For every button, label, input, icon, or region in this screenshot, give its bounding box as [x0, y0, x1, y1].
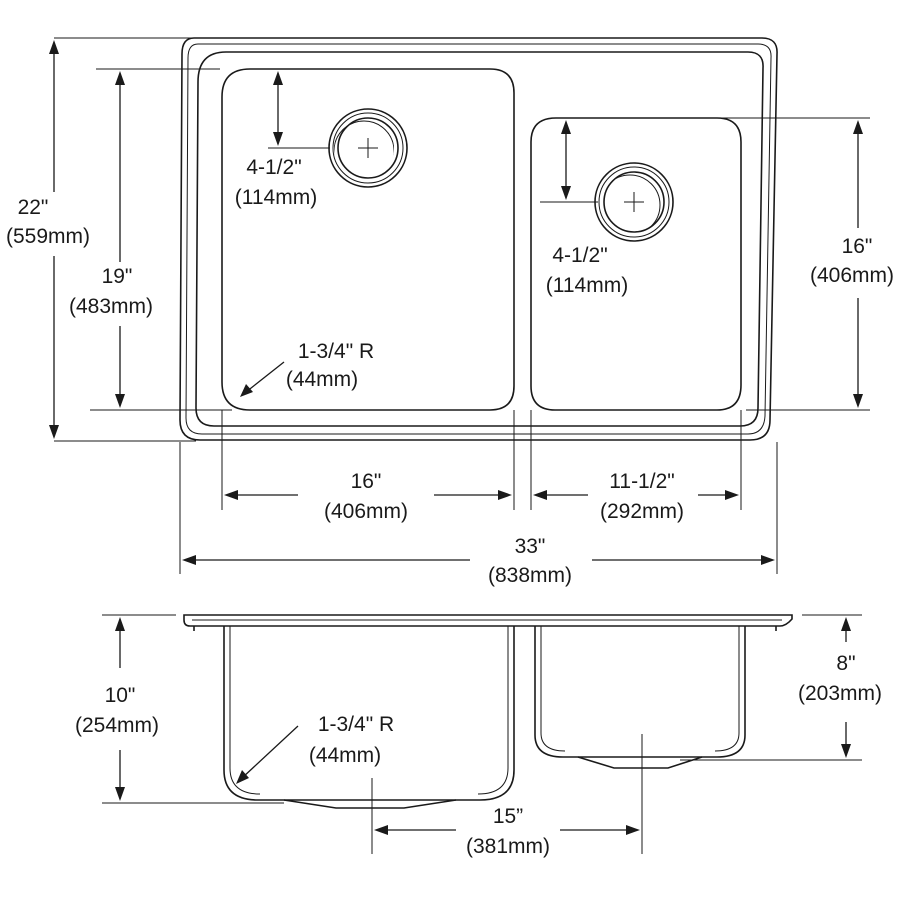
side-right-bowl — [534, 626, 746, 758]
left-bowl-width-dimension — [224, 490, 512, 500]
side-view: 10" (254mm) 1-3/4" R (44mm) 8" (203mm) — [75, 614, 882, 858]
left-drain-offset-imperial: 4-1/2" — [246, 156, 301, 179]
drain-spacing-imperial: 15” — [493, 805, 523, 828]
width-extension-lines — [179, 410, 778, 574]
left-drain-offset-dimension — [268, 71, 330, 149]
left-drain-offset-metric: (114mm) — [235, 186, 317, 209]
left-bowl-height-imperial: 10" — [105, 684, 136, 707]
side-corner-radius-imperial: 1-3/4" R — [318, 713, 394, 736]
bowl-depth-metric: (483mm) — [69, 295, 153, 318]
drain-spacing-dimension — [371, 734, 643, 854]
left-bowl-height-dimension — [102, 614, 284, 804]
right-bowl-depth-imperial: 16" — [842, 235, 873, 258]
side-left-drain — [283, 799, 457, 809]
bowl-depth-imperial: 19" — [102, 265, 133, 288]
left-bowl-width-metric: (406mm) — [324, 500, 408, 523]
right-bowl-height-metric: (203mm) — [798, 682, 882, 705]
right-bowl-depth-dimension — [716, 117, 870, 411]
right-drain — [594, 162, 674, 242]
left-drain — [328, 108, 408, 188]
side-deck-flange — [183, 614, 793, 627]
left-bowl-width-imperial: 16" — [351, 470, 382, 493]
right-bowl-width-dimension — [533, 490, 739, 500]
right-bowl-depth-metric: (406mm) — [810, 264, 894, 287]
right-bowl-height-dimension — [680, 614, 862, 761]
right-bowl-width-metric: (292mm) — [600, 500, 684, 523]
right-bowl-width-imperial: 11-1/2" — [609, 470, 674, 493]
drain-spacing-metric: (381mm) — [466, 835, 550, 858]
sink-rim-outer — [179, 37, 778, 441]
overall-width-metric: (838mm) — [488, 564, 572, 587]
right-drain-offset-imperial: 4-1/2" — [552, 244, 607, 267]
side-left-bowl — [223, 626, 515, 801]
left-bowl-height-metric: (254mm) — [75, 714, 159, 737]
sink-deck — [195, 51, 764, 427]
right-bowl — [530, 117, 742, 411]
bowl-depth-dimension — [90, 68, 232, 411]
side-right-drain — [577, 756, 703, 769]
side-corner-radius-leader — [236, 725, 299, 784]
sink-rim-inner — [185, 43, 772, 435]
overall-depth-dimension — [49, 37, 196, 442]
right-bowl-height-imperial: 8" — [836, 652, 855, 675]
right-drain-offset-metric: (114mm) — [546, 274, 628, 297]
top-corner-radius-metric: (44mm) — [286, 368, 358, 391]
left-bowl — [221, 68, 515, 411]
overall-width-imperial: 33" — [515, 535, 546, 558]
overall-depth-imperial: 22" — [18, 196, 49, 219]
side-corner-radius-metric: (44mm) — [309, 744, 381, 767]
corner-radius-leader — [240, 361, 285, 397]
top-corner-radius-imperial: 1-3/4" R — [298, 340, 374, 363]
top-view: 22" (559mm) 19" (483mm) 4-1/2" (114mm) — [6, 37, 894, 587]
overall-depth-metric: (559mm) — [6, 225, 90, 248]
overall-width-dimension — [182, 555, 775, 565]
right-drain-offset-dimension — [540, 120, 598, 203]
